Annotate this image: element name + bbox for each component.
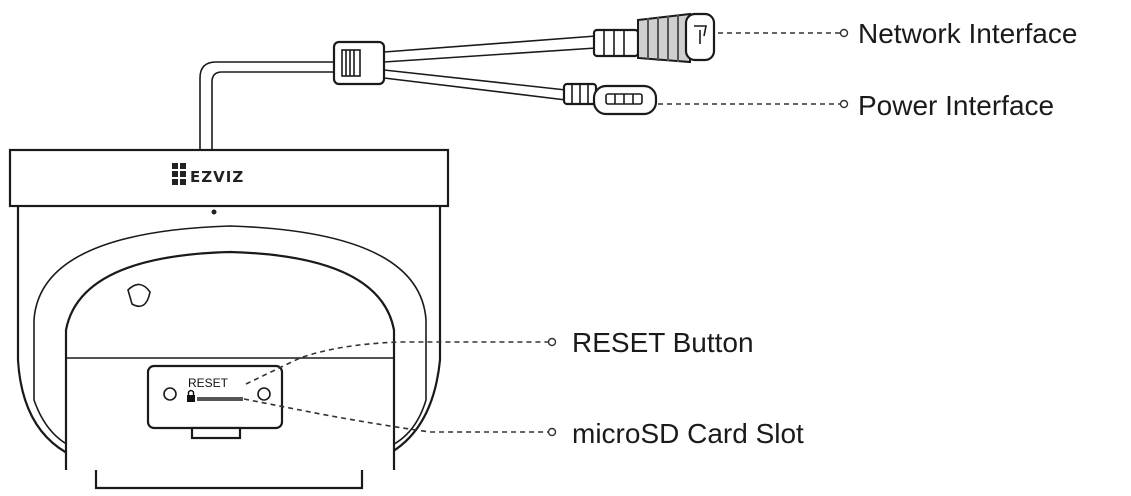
brand-logo-text: EZVIZ: [190, 168, 244, 186]
ezviz-logo: EZVIZ: [172, 163, 244, 186]
label-reset-button: RESET Button: [572, 327, 754, 358]
access-panel: RESET: [146, 364, 284, 440]
label-power-interface: Power Interface: [858, 90, 1054, 121]
callout-microsd: microSD Card Slot: [243, 398, 804, 449]
callout-network: Network Interface: [718, 18, 1077, 49]
network-connector: [592, 12, 716, 64]
ezviz-logo-mark: [172, 163, 186, 185]
cable-splitter: [332, 40, 386, 86]
lock-icon: [187, 389, 195, 402]
label-network-interface: Network Interface: [858, 18, 1077, 49]
label-microsd-card-slot: microSD Card Slot: [572, 418, 804, 449]
indicator-dot: [211, 209, 217, 215]
power-connector: [562, 82, 658, 116]
callout-power: Power Interface: [658, 90, 1054, 121]
camera-body: EZVIZ RESET: [8, 148, 450, 490]
callout-reset: RESET Button: [245, 327, 754, 385]
screw-right: [257, 387, 271, 401]
microsd-slot-icon: [197, 397, 243, 401]
screw-left: [163, 387, 177, 401]
cable-assembly: [199, 12, 716, 150]
panel-reset-text: RESET: [188, 376, 229, 390]
